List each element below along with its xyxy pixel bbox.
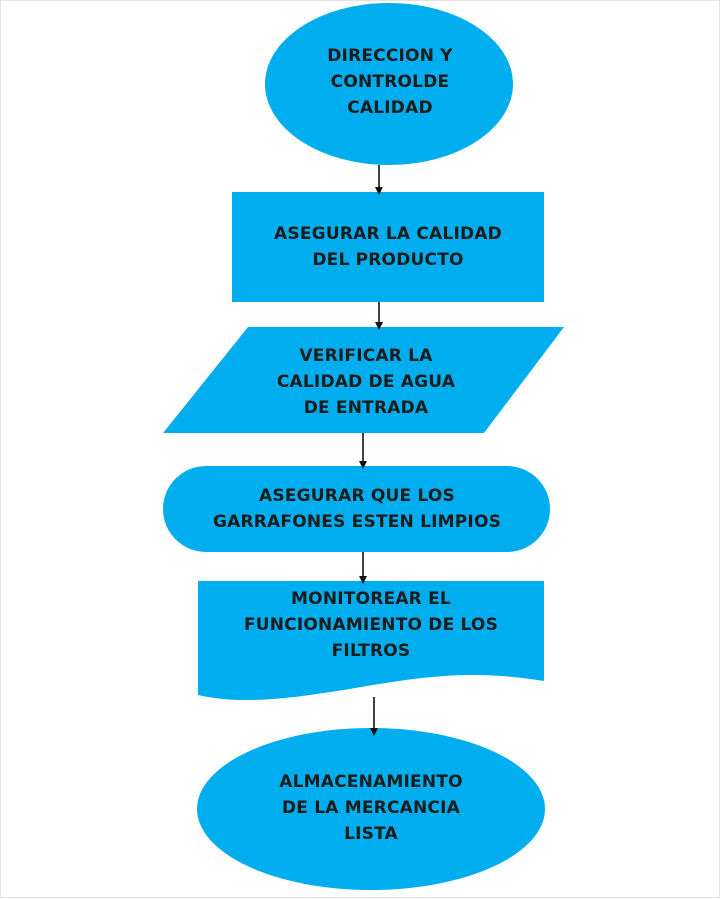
node-label-monitorear-filtros: MONITOREAR EL FUNCIONAMIENTO DE LOS FILT… bbox=[243, 589, 499, 661]
input-parallelogram-shape bbox=[163, 327, 564, 433]
node-label-verificar-calidad-agua: VERIFICAR LA CALIDAD DE AGUA DE ENTRADA bbox=[276, 346, 456, 418]
process-rectangle-shape bbox=[232, 192, 544, 302]
end-ellipse-shape bbox=[197, 728, 545, 890]
node-label-asegurar-garrafones-limpios: ASEGURAR QUE LOS GARRAFONES ESTEN LIMPIO… bbox=[212, 486, 502, 532]
start-ellipse-shape bbox=[265, 3, 513, 165]
document-shape bbox=[198, 581, 544, 701]
node-label-direccion-control-calidad: DIRECCION Y CONTROLDE CALIDAD bbox=[327, 46, 453, 118]
node-label-asegurar-calidad-producto: ASEGURAR LA CALIDAD DEL PRODUCTO bbox=[274, 224, 502, 270]
process-stadium-shape bbox=[163, 466, 550, 552]
node-label-almacenamiento-mercancia: ALMACENAMIENTO DE LA MERCANCIA LISTA bbox=[279, 772, 463, 844]
